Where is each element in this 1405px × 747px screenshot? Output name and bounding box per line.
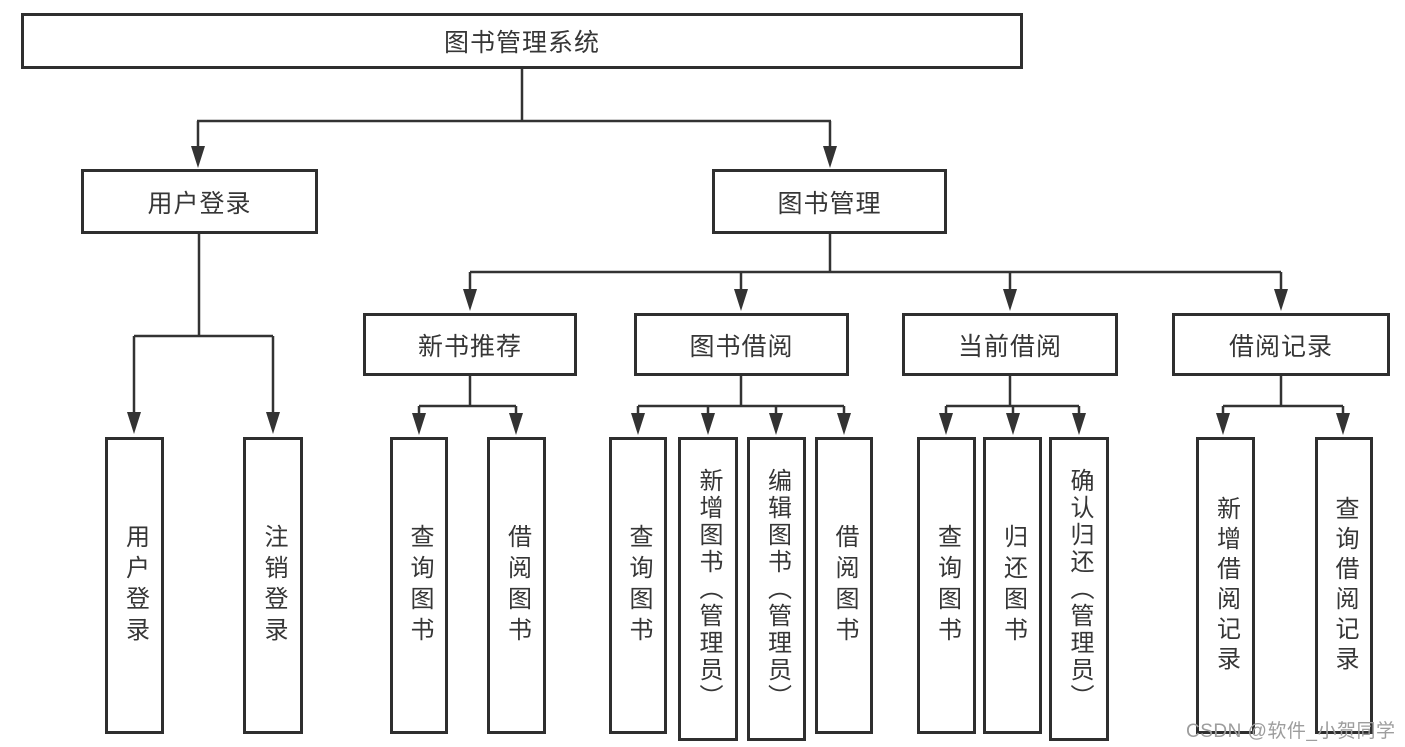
leaf-label: 查询借阅记录 bbox=[1331, 495, 1358, 676]
leaf-label: 注销登录 bbox=[260, 523, 287, 648]
leaf-return-books: 归还图书 bbox=[983, 437, 1042, 734]
csdn-watermark: CSDN @软件_小贺同学 bbox=[1186, 721, 1396, 742]
leaf-label: 查询图书 bbox=[406, 523, 433, 648]
leaf-confirm-return-admin: 确认归还（管理员） bbox=[1049, 437, 1109, 741]
node-label: 图书借阅 bbox=[689, 332, 794, 361]
node-user-login: 用户登录 bbox=[81, 169, 318, 234]
node-label: 新书推荐 bbox=[417, 332, 522, 361]
leaf-label: 借阅图书 bbox=[831, 523, 858, 648]
node-label: 用户登录 bbox=[147, 189, 252, 218]
node-book-borrowing: 图书借阅 bbox=[634, 313, 849, 376]
node-label: 当前借阅 bbox=[957, 332, 1062, 361]
node-borrowing-records: 借阅记录 bbox=[1172, 313, 1390, 376]
leaf-label: 新增借阅记录 bbox=[1212, 495, 1240, 676]
leaf-borrow-books-recommendation: 借阅图书 bbox=[487, 437, 546, 734]
node-label: 图书管理 bbox=[777, 189, 882, 218]
node-label: 图书管理系统 bbox=[443, 29, 600, 57]
leaf-borrow-books-borrowing: 借阅图书 bbox=[815, 437, 873, 734]
leaf-query-books-borrowing: 查询图书 bbox=[609, 437, 667, 734]
leaf-query-borrow-record: 查询借阅记录 bbox=[1315, 437, 1373, 734]
leaf-label: 查询图书 bbox=[625, 523, 652, 648]
leaf-add-book-admin: 新增图书（管理员） bbox=[678, 437, 738, 741]
leaf-label: 查询图书 bbox=[933, 523, 961, 648]
leaf-query-books-current: 查询图书 bbox=[917, 437, 976, 734]
leaf-label: 新增图书（管理员） bbox=[695, 467, 722, 711]
leaf-label: 归还图书 bbox=[999, 523, 1027, 648]
leaf-logout-login: 注销登录 bbox=[243, 437, 303, 734]
leaf-edit-book-admin: 编辑图书（管理员） bbox=[747, 437, 806, 741]
leaf-label: 编辑图书（管理员） bbox=[763, 467, 791, 711]
node-new-book-recommendation: 新书推荐 bbox=[363, 313, 577, 376]
node-current-borrowing: 当前借阅 bbox=[902, 313, 1118, 376]
leaf-label: 用户登录 bbox=[121, 523, 149, 648]
node-book-management: 图书管理 bbox=[712, 169, 947, 234]
leaf-query-books-recommendation: 查询图书 bbox=[390, 437, 448, 734]
node-label: 借阅记录 bbox=[1228, 332, 1333, 361]
leaf-label: 借阅图书 bbox=[503, 523, 531, 648]
node-library-management-system: 图书管理系统 bbox=[21, 13, 1023, 69]
leaf-user-login: 用户登录 bbox=[105, 437, 164, 734]
leaf-add-borrow-record: 新增借阅记录 bbox=[1196, 437, 1255, 734]
leaf-label: 确认归还（管理员） bbox=[1066, 467, 1093, 711]
